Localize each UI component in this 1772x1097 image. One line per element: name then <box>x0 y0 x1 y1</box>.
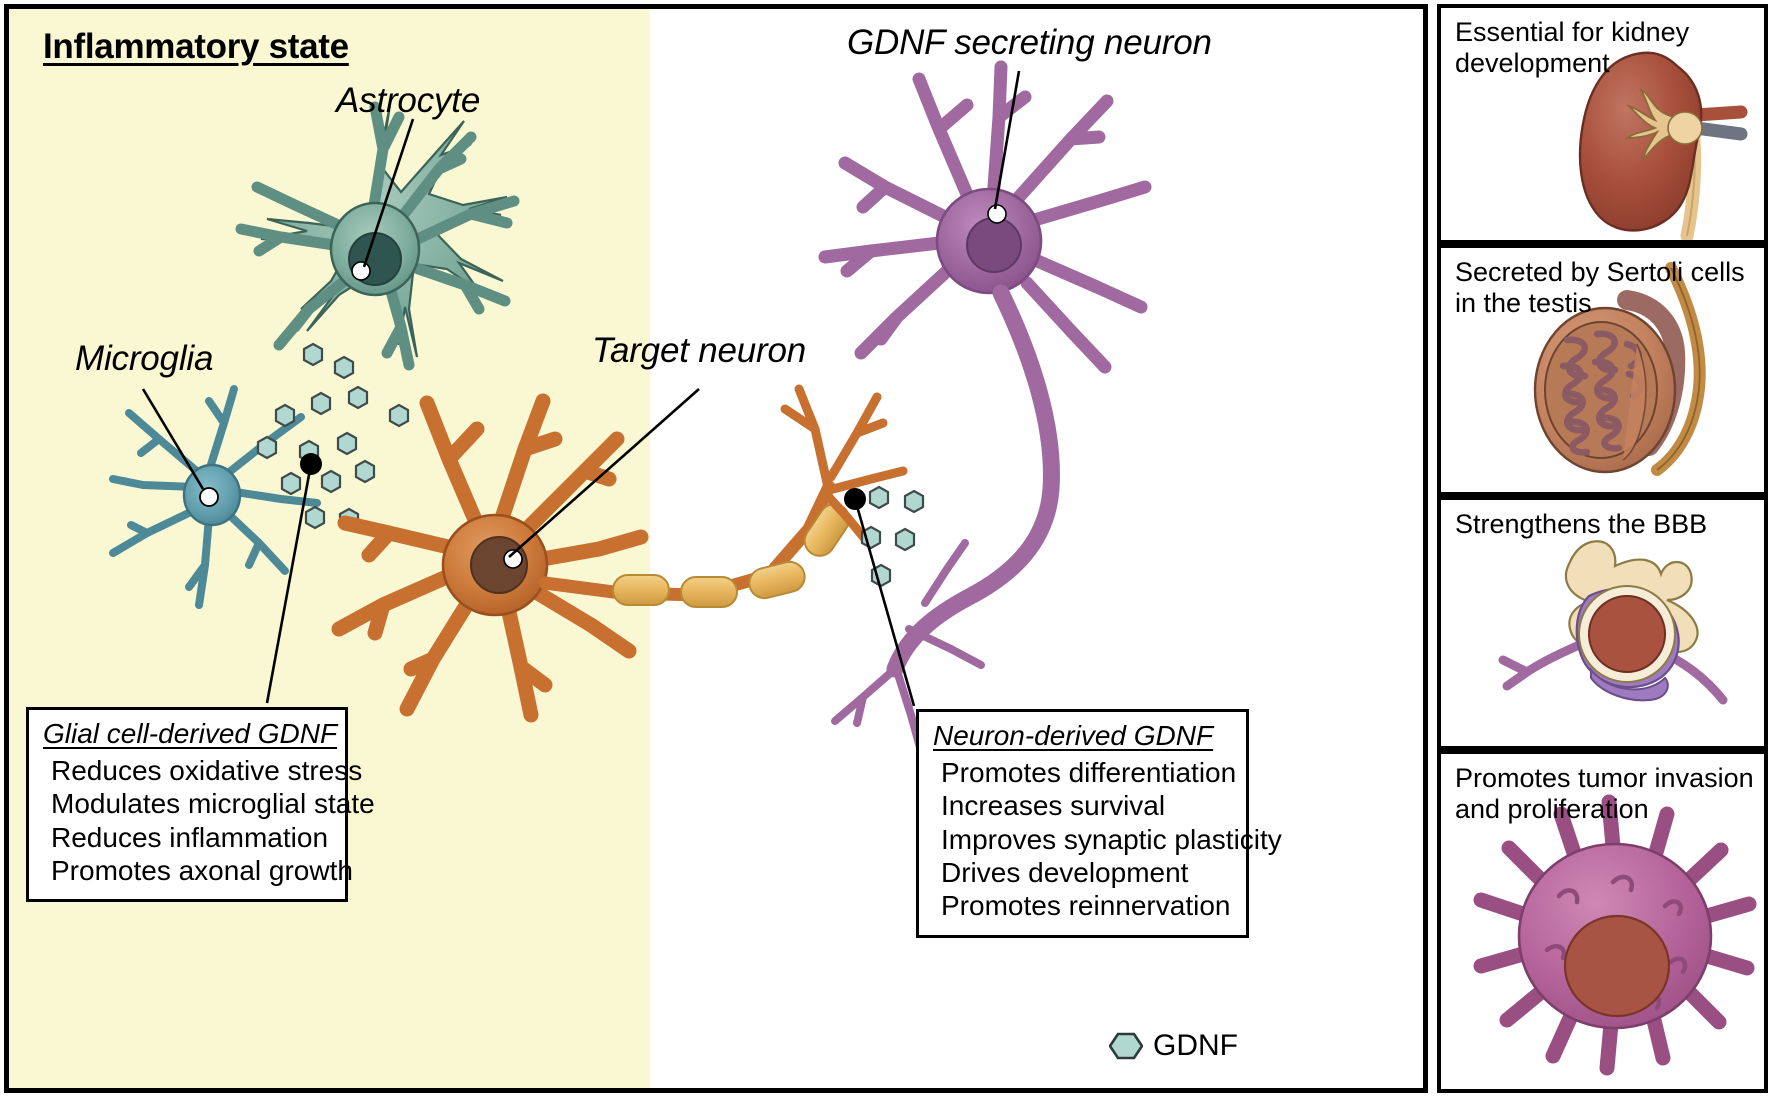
gdnf-legend: GDNF <box>1109 1029 1238 1063</box>
glial-derived-gdnf-box: Glial cell-derived GDNF Reduces oxidativ… <box>26 707 375 903</box>
inflammatory-state-title: Inflammatory state <box>43 27 349 66</box>
sidebar-caption-bbb: Strengthens the BBB <box>1455 509 1708 539</box>
neuron-box-line: Increases survival <box>941 790 1166 822</box>
glial-box-line: Modulates microglial state <box>51 788 375 820</box>
bbb-astrocyte-capillary-illustration <box>1498 540 1728 705</box>
leader-neuron-box <box>853 498 916 707</box>
neuron-box-line: Promotes differentiation <box>941 757 1237 788</box>
gdnf-neuron-processes <box>818 60 1152 374</box>
neuron-derived-gdnf-box: Neuron-derived GDNF Promotes differentia… <box>916 709 1282 938</box>
label-microglia: Microglia <box>75 339 214 378</box>
inflammatory-state-region <box>9 9 650 1088</box>
hexagon-icon <box>1109 1032 1143 1060</box>
label-target-neuron: Target neuron <box>592 331 807 370</box>
glial-box-line: Reduces oxidative stress <box>51 755 363 786</box>
label-astrocyte: Astrocyte <box>336 81 481 120</box>
axon-terminal-branches <box>780 384 908 544</box>
tumor-cell-illustration <box>1473 794 1757 1076</box>
neuron-box-line: Drives development <box>941 856 1189 888</box>
sidebar-panel-bbb: Strengthens the BBB <box>1437 496 1768 750</box>
gdnf-neuron-nucleus <box>966 217 1022 273</box>
glial-box-title: Glial cell-derived GDNF <box>43 718 338 749</box>
tumor-nucleus <box>1563 914 1671 1018</box>
glial-box-line: Reduces inflammation <box>51 821 329 853</box>
tumor-microvilli <box>1473 794 1757 1076</box>
sidebar-panel-kidney: Essential for kidney development <box>1437 4 1768 244</box>
sidebar-panel-testis: Secreted by Sertoli cells in the testis <box>1437 244 1768 496</box>
sidebar-panel-tumor: Promotes tumor invasion and proliferatio… <box>1437 750 1768 1093</box>
gdnf-neuron-nucleus-marker <box>987 204 1007 224</box>
glial-box-line: Promotes axonal growth <box>51 854 353 886</box>
label-gdnf-secreting-neuron: GDNF secreting neuron <box>847 23 1212 62</box>
gdnf-neuron-soma <box>935 187 1043 295</box>
neuron-box-line: Promotes reinnervation <box>941 890 1231 922</box>
neuron-box-title: Neuron-derived GDNF <box>933 720 1214 751</box>
neuron-box-line: Improves synaptic plasticity <box>941 823 1282 855</box>
kidney-illustration <box>1578 51 1748 240</box>
sidebar-panels: Essential for kidney development <box>1437 4 1768 1093</box>
sidebar-caption-testis: Secreted by Sertoli cells in the testis <box>1455 257 1745 319</box>
sidebar-caption-kidney: Essential for kidney development <box>1455 17 1690 79</box>
gdnf-hexagon-cluster-synapse <box>860 485 925 588</box>
gdnf-neuron-axon <box>886 284 1060 678</box>
testis-illustration <box>1533 262 1706 476</box>
legend-label: GDNF <box>1153 1029 1238 1062</box>
neuron-gdnf-anchor-dot <box>844 488 866 510</box>
leader-gdnf-neuron <box>993 70 1021 210</box>
sidebar-caption-tumor: Promotes tumor invasion and proliferatio… <box>1455 763 1754 825</box>
main-panel: Inflammatory state <box>4 4 1428 1093</box>
